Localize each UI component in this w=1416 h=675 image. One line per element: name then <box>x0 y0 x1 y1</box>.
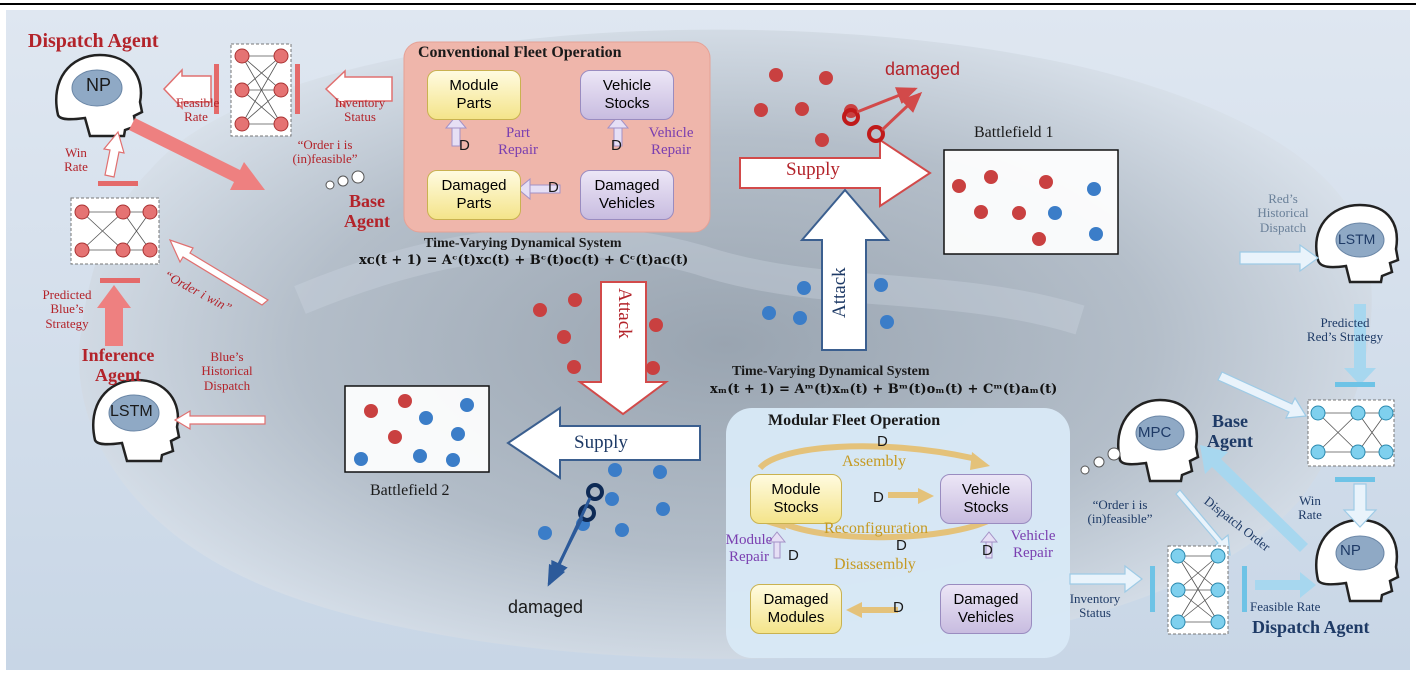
right-order-feasible-label: “Order i is(in)feasible” <box>1087 497 1153 527</box>
vehicle-stocks-box: Vehicle Stocks <box>580 70 674 120</box>
left-order-feasible-label: “Order i is(in)feasible” <box>292 137 358 167</box>
damaged-red-label: damaged <box>885 59 961 79</box>
part-repair-d-label: D <box>459 137 470 154</box>
modular-system-title: Time-Varying Dynamical System <box>732 364 930 379</box>
attack-blue-label: Attack <box>829 267 850 318</box>
disassembly-d-label: D <box>896 537 907 554</box>
right-np-label: NP <box>1340 542 1361 559</box>
assembly-d-label: D <box>877 433 888 450</box>
left-np-label: NP <box>86 75 112 95</box>
decompose-d-label: D <box>548 179 559 196</box>
modular-equation: xₘ(t + 1) = Aᵐ(t)xₘ(t) + Bᵐ(t)oₘ(t) + Cᵐ… <box>710 382 1058 397</box>
damaged-modules-box: Damaged Modules <box>750 584 842 634</box>
left-dispatch-agent-label: Dispatch Agent <box>28 30 159 52</box>
attack-red-label: Attack <box>614 288 635 339</box>
battlefield1-label: Battlefield 1 <box>974 124 1054 141</box>
vehicle-repair-d-label-modular: D <box>982 542 993 559</box>
conventional-equation: xᴄ(t + 1) = Aᶜ(t)xᴄ(t) + Bᶜ(t)oᴄ(t) + Cᶜ… <box>359 253 689 268</box>
supply-blue-label: Supply <box>574 432 628 453</box>
damaged-vehicles-box: Damaged Vehicles <box>580 170 674 220</box>
assembly-label: Assembly <box>842 453 906 470</box>
battlefield2-label: Battlefield 2 <box>370 482 450 499</box>
right-mpc-label: MPC <box>1138 424 1172 441</box>
module-parts-box: Module Parts <box>427 70 521 120</box>
module-repair-d-label: D <box>788 547 799 564</box>
reconfiguration-d-label: D <box>873 489 884 506</box>
disassembly-label: Disassembly <box>834 556 916 573</box>
module-stocks-box: Module Stocks <box>750 474 842 524</box>
vehicle-repair-d-label: D <box>611 137 622 154</box>
modular-vehicle-stocks-box: Vehicle Stocks <box>940 474 1032 524</box>
reconfiguration-label: Reconfiguration <box>824 520 928 537</box>
conventional-title: Conventional Fleet Operation <box>418 44 622 61</box>
damaged-blue-label: damaged <box>508 597 584 617</box>
right-lstm-label: LSTM <box>1338 231 1376 247</box>
disassembly-repair-d-label: D <box>893 599 904 616</box>
modular-damaged-vehicles-box: Damaged Vehicles <box>940 584 1032 634</box>
left-lstm-label: LSTM <box>110 403 153 420</box>
conventional-system-title: Time-Varying Dynamical System <box>424 236 622 251</box>
right-feasible-rate-label: Feasible Rate <box>1250 599 1321 614</box>
damaged-parts-box: Damaged Parts <box>427 170 521 220</box>
modular-title: Modular Fleet Operation <box>768 412 941 429</box>
supply-red-label: Supply <box>786 159 840 180</box>
right-dispatch-agent-label: Dispatch Agent <box>1252 617 1370 637</box>
